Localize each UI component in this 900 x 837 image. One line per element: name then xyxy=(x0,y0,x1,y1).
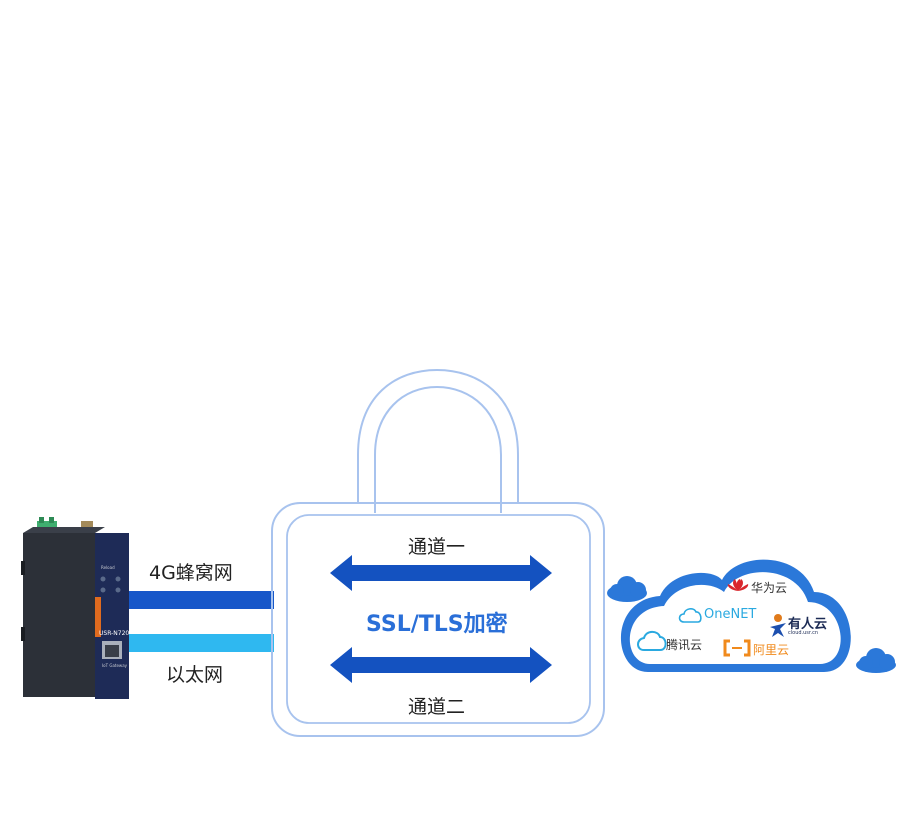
encryption-label: SSL/TLS加密 xyxy=(366,612,508,637)
tencent-cloud-icon xyxy=(637,630,667,651)
onenet-cloud-icon xyxy=(678,608,702,623)
ethernet-label: 以太网 xyxy=(166,664,224,686)
aliyun-logo-icon xyxy=(723,639,751,657)
channel1-label: 通道一 xyxy=(408,536,466,558)
channel2-double-arrow xyxy=(330,647,552,683)
aliyun-label: 阿里云 xyxy=(753,643,790,657)
usr-cloud-label: 有人云 xyxy=(788,617,828,632)
huawei-logo-icon xyxy=(727,579,749,591)
small-cloud-left-icon xyxy=(607,576,647,602)
ethernet-link-line xyxy=(128,634,274,652)
huawei-cloud-label: 华为云 xyxy=(751,581,788,595)
usr-person-icon xyxy=(770,614,786,637)
channel1-double-arrow xyxy=(330,555,552,591)
device-top-label: Reload xyxy=(101,565,115,570)
gateway-device: Reload USR-N720 IoT Gateway xyxy=(21,517,131,702)
cellular-link-line xyxy=(128,591,274,609)
small-cloud-right-icon xyxy=(856,648,896,673)
device-model-label: USR-N720 xyxy=(99,630,130,637)
tencent-cloud-label: 腾讯云 xyxy=(666,638,703,652)
cellular-label: 4G蜂窝网 xyxy=(149,562,233,584)
gateway-device-body xyxy=(21,517,129,699)
device-sublabel: IoT Gateway xyxy=(102,663,128,668)
usr-cloud-url: cloud.usr.cn xyxy=(788,630,819,636)
main-cloud-inner xyxy=(629,572,841,664)
lock-icon xyxy=(271,368,605,737)
onenet-label: OneNET xyxy=(704,607,757,622)
channel2-label: 通道二 xyxy=(408,696,466,718)
